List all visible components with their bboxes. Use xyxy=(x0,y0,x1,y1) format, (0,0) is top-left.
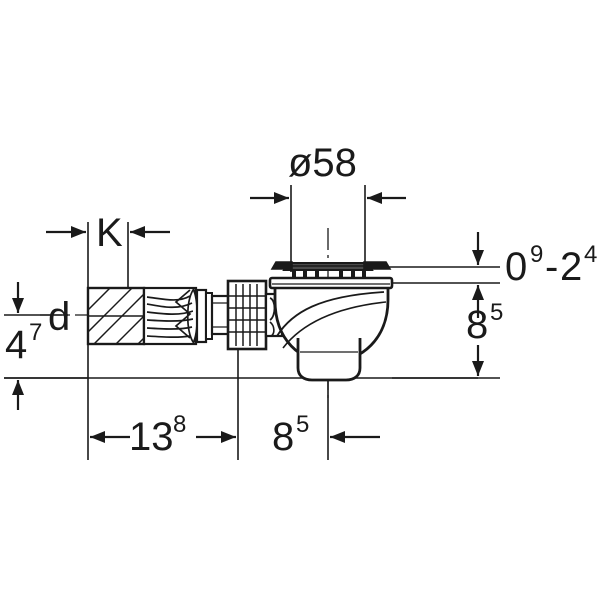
pipe-base: 4 xyxy=(5,323,27,367)
outlet-spigot xyxy=(296,338,362,382)
threaded-spring-section xyxy=(142,286,199,346)
dim-label-diameter: ø58 xyxy=(288,141,357,185)
dim-label-body-height: 8 5 xyxy=(466,299,503,347)
inlet-hatched-block xyxy=(86,286,146,346)
body-base: 8 xyxy=(466,303,488,347)
dim-label-key: K xyxy=(96,211,123,255)
dim-label-inlet-length: 13 8 xyxy=(129,411,186,459)
flange-dash: - xyxy=(545,245,558,289)
outlet-base: 8 xyxy=(272,415,294,459)
bowl-flange xyxy=(268,276,394,290)
inlet-sup: 8 xyxy=(173,411,186,438)
drain-trap-assembly xyxy=(86,261,394,382)
knurled-nut xyxy=(226,279,268,351)
flange-sup2: 4 xyxy=(584,241,597,268)
body-sup: 5 xyxy=(490,299,503,326)
flange-base2: 2 xyxy=(560,245,582,289)
outlet-sup: 5 xyxy=(296,411,309,438)
dim-label-d: d xyxy=(48,295,70,339)
inlet-base: 13 xyxy=(129,415,174,459)
dim-label-flange-height: 0 9 - 2 4 xyxy=(505,241,597,289)
cover-support-legs xyxy=(292,270,366,279)
dimension-arrows xyxy=(12,192,484,443)
flange-base: 0 xyxy=(505,245,527,289)
dim-label-outlet-offset: 8 5 xyxy=(272,411,309,459)
flange-sup: 9 xyxy=(530,241,543,268)
pipe-sup: 7 xyxy=(29,319,42,346)
drain-cover-plate xyxy=(270,261,392,271)
sealing-collar xyxy=(195,288,213,344)
dim-label-pipe-height: 4 7 xyxy=(5,319,42,367)
